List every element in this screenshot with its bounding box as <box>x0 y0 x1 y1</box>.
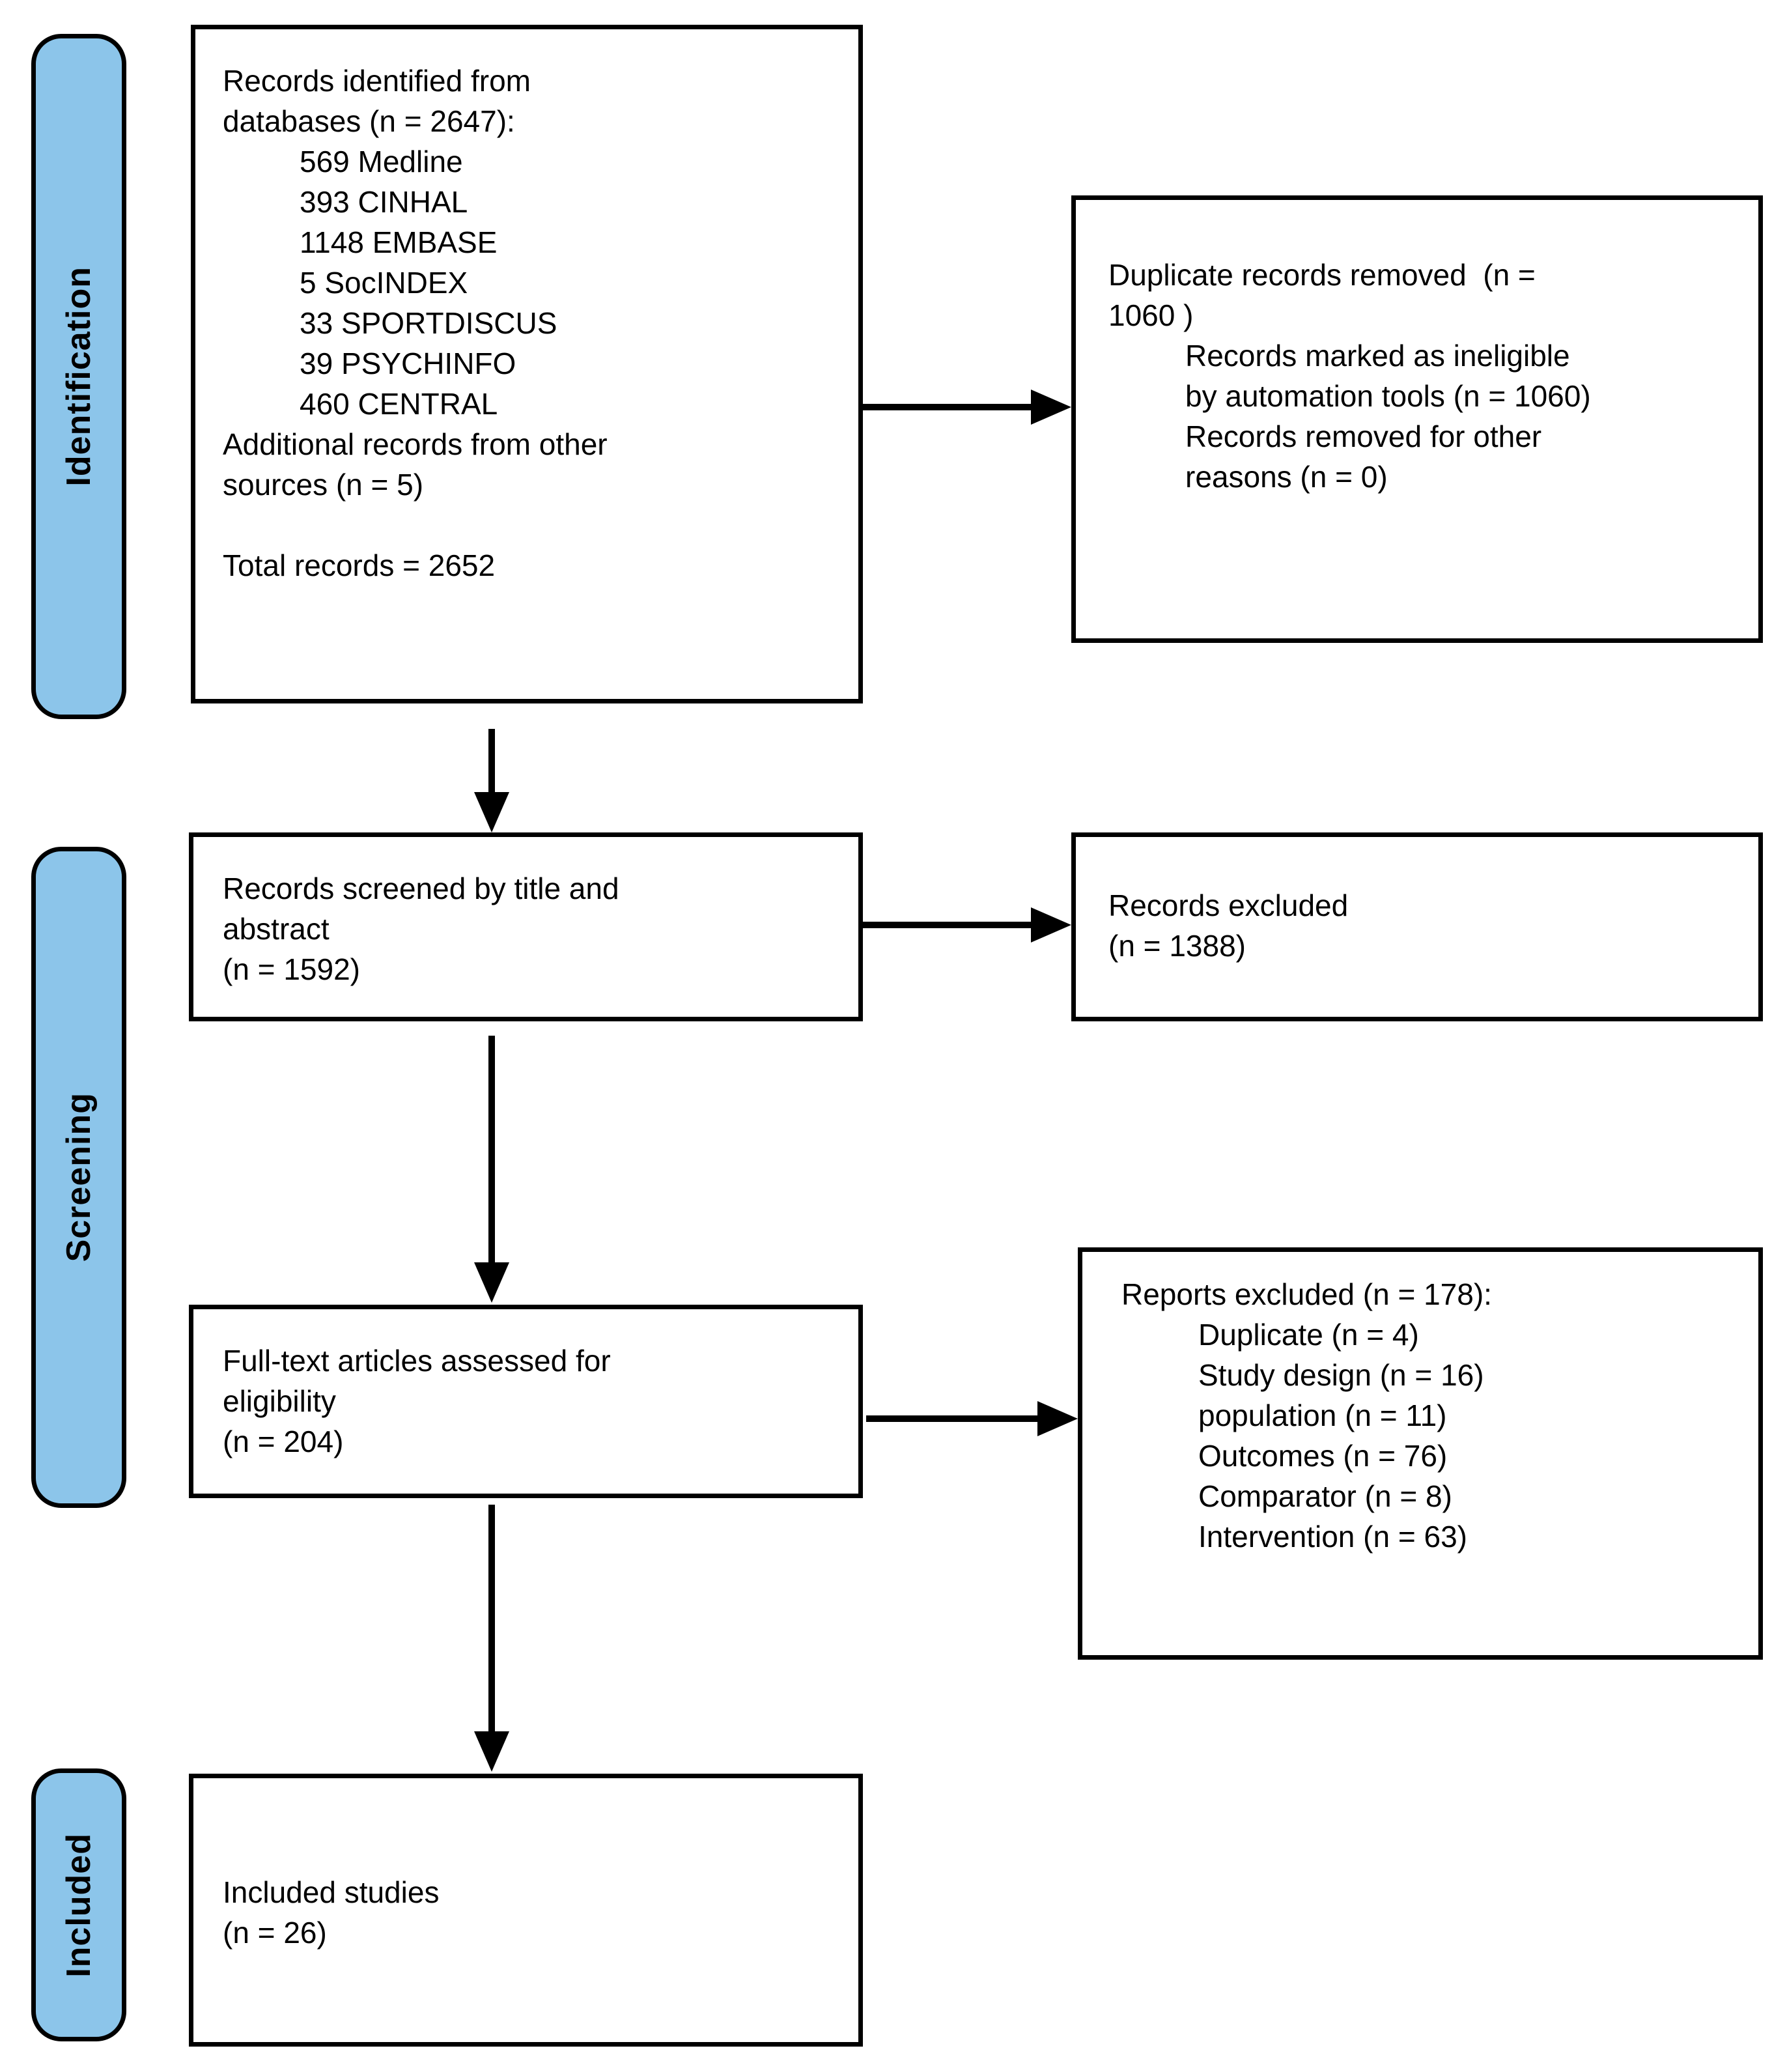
stage-identification: Identification <box>31 34 126 719</box>
arrow-head-right <box>1037 1401 1078 1436</box>
records-identified-db-line: 33 SPORTDISCUS <box>300 306 557 340</box>
reports-excluded-reason-line: Intervention (n = 63) <box>1198 1520 1467 1554</box>
reports-excluded-reason-line: Study design (n = 16) <box>1198 1358 1484 1392</box>
arrow-head-right <box>1031 390 1071 425</box>
records-identified-box: Records identified from databases (n = 2… <box>191 25 863 703</box>
duplicates-removed-detail-line: reasons (n = 0) <box>1185 460 1388 494</box>
records-identified-line: sources (n = 5) <box>223 468 424 502</box>
duplicates-removed-detail-line: by automation tools (n = 1060) <box>1185 379 1591 413</box>
records-identified-db-line: 1148 EMBASE <box>300 225 498 259</box>
arrow-shaft <box>863 922 1035 928</box>
duplicates-removed-line: 1060 ) <box>1108 298 1194 332</box>
stage-screening-label: Screening <box>60 1092 98 1262</box>
included-studies-box: Included studies (n = 26) <box>189 1774 863 2047</box>
arrow-head-down <box>474 1731 509 1772</box>
records-identified-line: Records identified from <box>223 64 531 98</box>
records-excluded-box: Records excluded (n = 1388) <box>1071 832 1763 1021</box>
fulltext-assessed-box: Full-text articles assessed for eligibil… <box>189 1305 863 1498</box>
duplicates-removed-box: Duplicate records removed (n = 1060 ) Re… <box>1071 195 1763 643</box>
arrow-head-down <box>474 1262 509 1303</box>
fulltext-assessed-count-line: (n = 204) <box>223 1425 344 1458</box>
reports-excluded-line: Reports excluded (n = 178): <box>1121 1277 1492 1311</box>
stage-included: Included <box>31 1768 126 2041</box>
records-identified-total-line: Total records = 2652 <box>223 548 496 582</box>
arrow-shaft <box>866 1415 1041 1422</box>
records-identified-db-line: 39 PSYCHINFO <box>300 347 516 380</box>
records-excluded-line: Records excluded <box>1108 888 1349 922</box>
arrow-shaft <box>488 1036 495 1266</box>
records-identified-db-line: 569 Medline <box>300 145 463 178</box>
arrow-shaft <box>863 404 1035 410</box>
arrow-fulltext-to-included <box>474 1505 509 1772</box>
records-identified-db-line: 5 SocINDEX <box>300 266 468 300</box>
records-screened-box: Records screened by title and abstract (… <box>189 832 863 1021</box>
included-studies-count-line: (n = 26) <box>223 1916 327 1950</box>
arrow-shaft <box>488 1505 495 1735</box>
records-identified-db-line: 393 CINHAL <box>300 185 468 219</box>
arrow-head-down <box>474 792 509 832</box>
arrow-shaft <box>488 729 495 795</box>
duplicates-removed-detail-line: Records removed for other <box>1185 419 1542 453</box>
reports-excluded-reason-line: Outcomes (n = 76) <box>1198 1439 1448 1473</box>
arrow-screened-to-fulltext <box>474 1036 509 1303</box>
records-excluded-count-line: (n = 1388) <box>1108 929 1246 963</box>
reports-excluded-reason-line: Comparator (n = 8) <box>1198 1479 1452 1513</box>
reports-excluded-reason-line: population (n = 11) <box>1198 1398 1447 1432</box>
reports-excluded-reason-line: Duplicate (n = 4) <box>1198 1318 1419 1352</box>
stage-identification-label: Identification <box>60 266 98 487</box>
included-studies-line: Included studies <box>223 1875 440 1909</box>
duplicates-removed-detail-line: Records marked as ineligible <box>1185 339 1570 373</box>
stage-included-label: Included <box>60 1832 98 1978</box>
records-screened-line: abstract <box>223 912 330 946</box>
fulltext-assessed-line: Full-text articles assessed for <box>223 1344 611 1378</box>
records-identified-db-line: 460 CENTRAL <box>300 387 498 421</box>
arrow-identified-to-screened <box>474 729 509 832</box>
duplicates-removed-line: Duplicate records removed (n = <box>1108 258 1536 292</box>
stage-screening: Screening <box>31 847 126 1508</box>
records-identified-line: Additional records from other <box>223 427 608 461</box>
arrow-identified-to-duplicates <box>863 390 1071 425</box>
reports-excluded-box: Reports excluded (n = 178): Duplicate (n… <box>1078 1247 1763 1660</box>
fulltext-assessed-line: eligibility <box>223 1384 336 1418</box>
records-identified-blank-line <box>223 505 839 545</box>
arrow-screened-to-excluded <box>863 907 1071 943</box>
records-screened-line: Records screened by title and <box>223 872 619 905</box>
arrow-head-right <box>1031 907 1071 943</box>
records-screened-count-line: (n = 1592) <box>223 952 360 986</box>
records-identified-line: databases (n = 2647): <box>223 104 515 138</box>
arrow-fulltext-to-reports-excluded <box>866 1401 1078 1436</box>
